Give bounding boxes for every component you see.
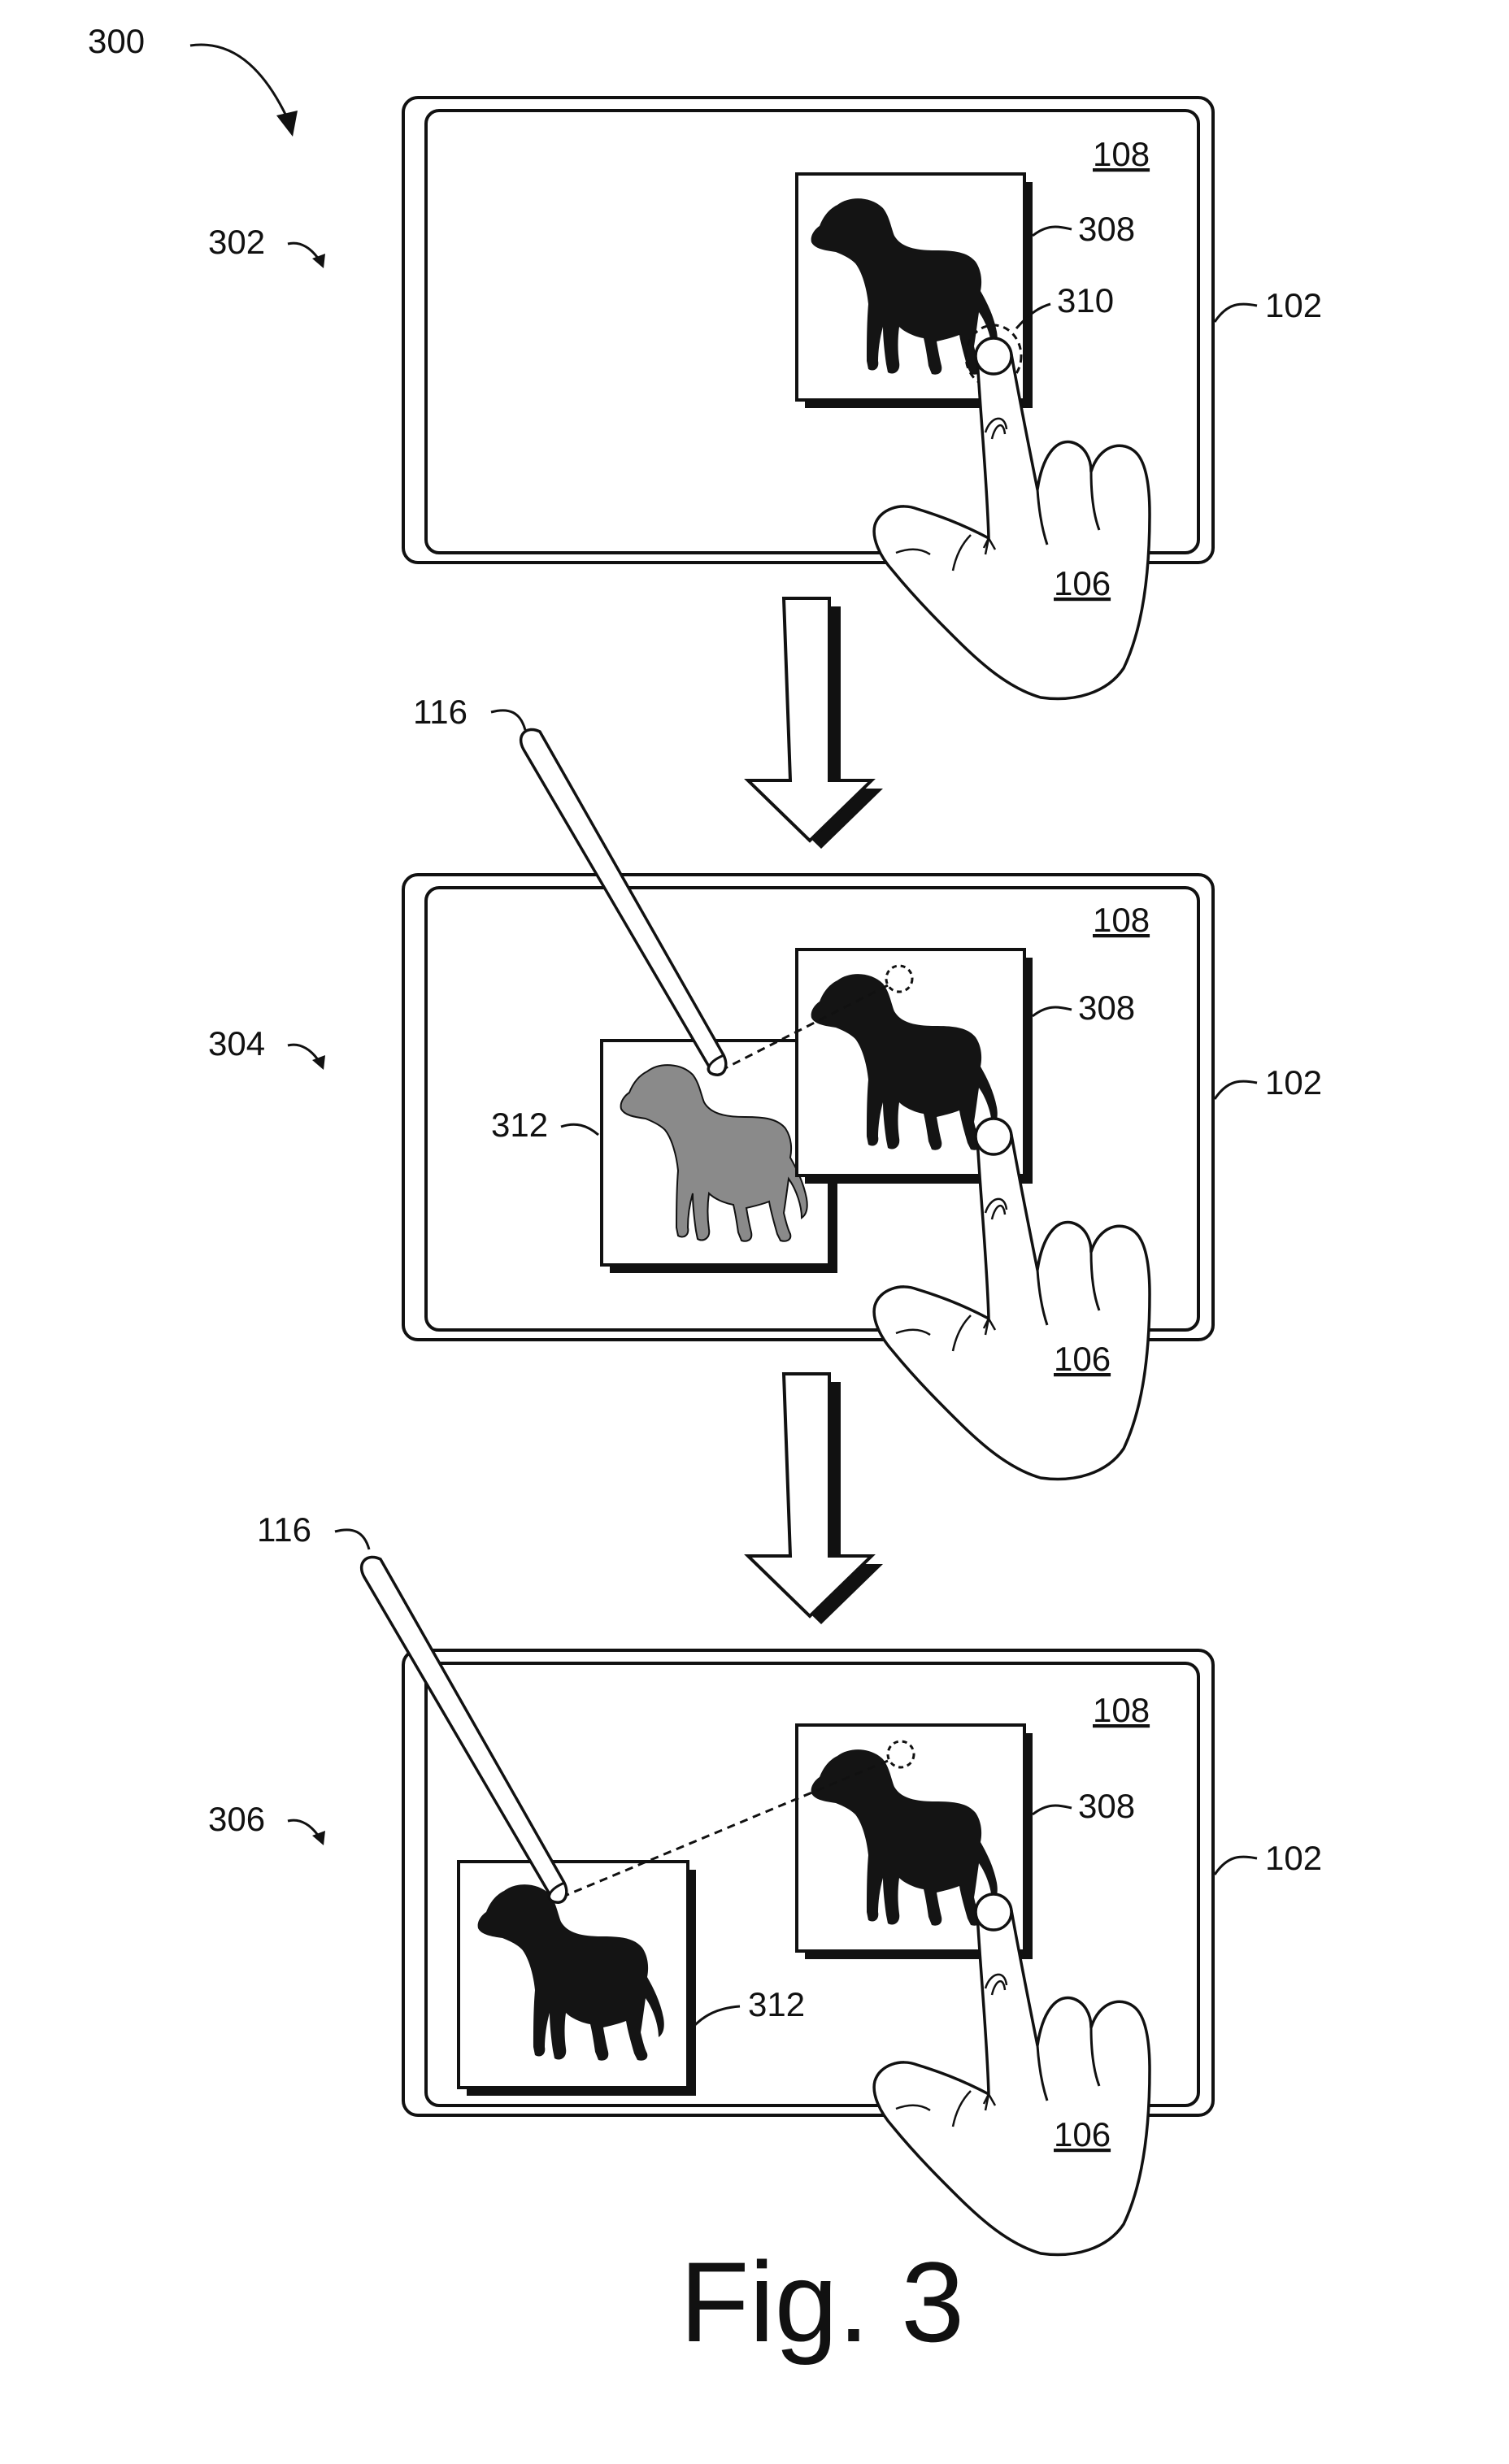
image-window-ref-label: 308 xyxy=(1078,210,1135,248)
panel-ref-label: 306 xyxy=(208,1800,265,1838)
touch-point-ref-label: 310 xyxy=(1057,281,1114,319)
device-ref-label: 102 xyxy=(1265,1063,1322,1102)
screen-ref-label: 108 xyxy=(1093,135,1150,173)
screen-ref-label: 108 xyxy=(1093,901,1150,939)
panel-304: 304 108 102 312 308 116 106 xyxy=(208,693,1322,1480)
image-window-ref-label: 308 xyxy=(1078,989,1135,1027)
copy-window-ref-label: 312 xyxy=(748,1985,805,2023)
figure-caption: Fig. 3 xyxy=(680,2238,964,2366)
panel-302: 302 108 102 308 310 106 xyxy=(208,98,1322,699)
figure-ref-arrow xyxy=(190,45,293,130)
copy-window-ref-label: 312 xyxy=(491,1106,548,1144)
device-ref-label: 102 xyxy=(1265,286,1322,324)
hand-ref-label: 106 xyxy=(1054,564,1111,602)
hand-ref-label: 106 xyxy=(1054,2115,1111,2153)
transition-arrow-down xyxy=(748,1374,883,1624)
image-window-ref-label: 308 xyxy=(1078,1787,1135,1825)
device-ref-label: 102 xyxy=(1265,1839,1322,1877)
screen-ref-label: 108 xyxy=(1093,1691,1150,1729)
panel-ref-label: 302 xyxy=(208,223,265,261)
transition-arrow-down xyxy=(748,598,883,849)
panel-ref-label: 304 xyxy=(208,1024,265,1063)
figure-ref-arrowhead xyxy=(276,111,298,137)
stylus-ref-label: 116 xyxy=(257,1510,311,1549)
figure-ref-label: 300 xyxy=(88,22,145,60)
panel-306: 306 108 102 312 308 116 106 xyxy=(208,1510,1322,2255)
stylus-ref-label: 116 xyxy=(413,693,467,731)
hand-ref-label: 106 xyxy=(1054,1340,1111,1378)
